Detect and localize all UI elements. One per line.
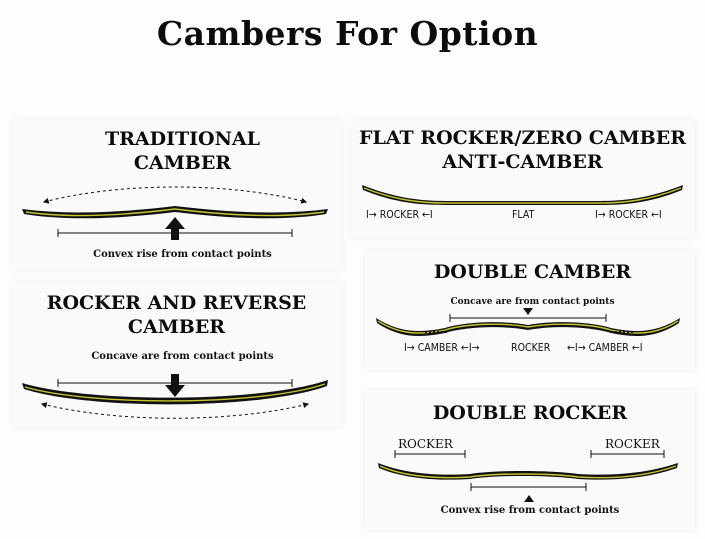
double-rocker-labels-brackets — [394, 450, 665, 458]
double-rocker-caption: Convex rise from contact points — [440, 505, 620, 516]
traditional-curve-arrow — [42, 186, 308, 204]
flat-center-label: FLAT — [512, 209, 535, 221]
panel-double-rocker — [365, 390, 695, 530]
traditional-title-line2: CAMBER — [133, 152, 232, 174]
rocker-board — [22, 380, 328, 405]
double-camber-caption: Concave are from contact points — [450, 297, 615, 307]
flat-title-line1: FLAT ROCKER/ZERO CAMBER — [358, 127, 687, 149]
double-rocker-title: DOUBLE ROCKER — [432, 402, 628, 424]
double-rocker-right-label: ROCKER — [605, 437, 660, 451]
panel-traditional-camber — [12, 120, 342, 270]
traditional-title-line1: TRADITIONAL — [104, 128, 261, 150]
double-camber-contact-dots — [425, 331, 633, 333]
double-rocker-span-line — [470, 483, 587, 491]
double-camber-span-line — [449, 314, 607, 322]
double-rocker-marker-icon — [524, 495, 534, 502]
page-title: Cambers For Option — [156, 14, 539, 53]
double-rocker-board — [378, 463, 678, 480]
rocker-title-line2: CAMBER — [127, 316, 226, 338]
rocker-title-line1: ROCKER AND REVERSE — [46, 292, 307, 314]
double-camber-marker-icon — [523, 308, 533, 315]
rocker-caption: Concave are from contact points — [91, 351, 274, 362]
flat-rocker-board — [362, 185, 683, 205]
rocker-curve-arrow — [40, 402, 310, 419]
flat-right-rocker-label: I→ ROCKER ←I — [595, 209, 662, 221]
down-arrow-icon — [165, 374, 185, 397]
double-camber-zone-right: ←I→ CAMBER ←I — [567, 342, 643, 354]
traditional-caption: Convex rise from contact points — [93, 249, 272, 260]
traditional-board — [22, 206, 328, 219]
flat-left-rocker-label: I→ ROCKER ←I — [366, 209, 433, 221]
double-rocker-left-label: ROCKER — [398, 437, 453, 451]
double-camber-board — [376, 318, 680, 336]
double-camber-zone-left: I→ CAMBER ←I→ — [404, 342, 480, 354]
double-camber-zone-center: ROCKER — [511, 342, 551, 354]
flat-title-line2: ANTI-CAMBER — [442, 151, 603, 173]
panel-flat-rocker — [350, 120, 695, 238]
double-camber-title: DOUBLE CAMBER — [433, 261, 632, 283]
up-arrow-icon — [165, 217, 185, 240]
